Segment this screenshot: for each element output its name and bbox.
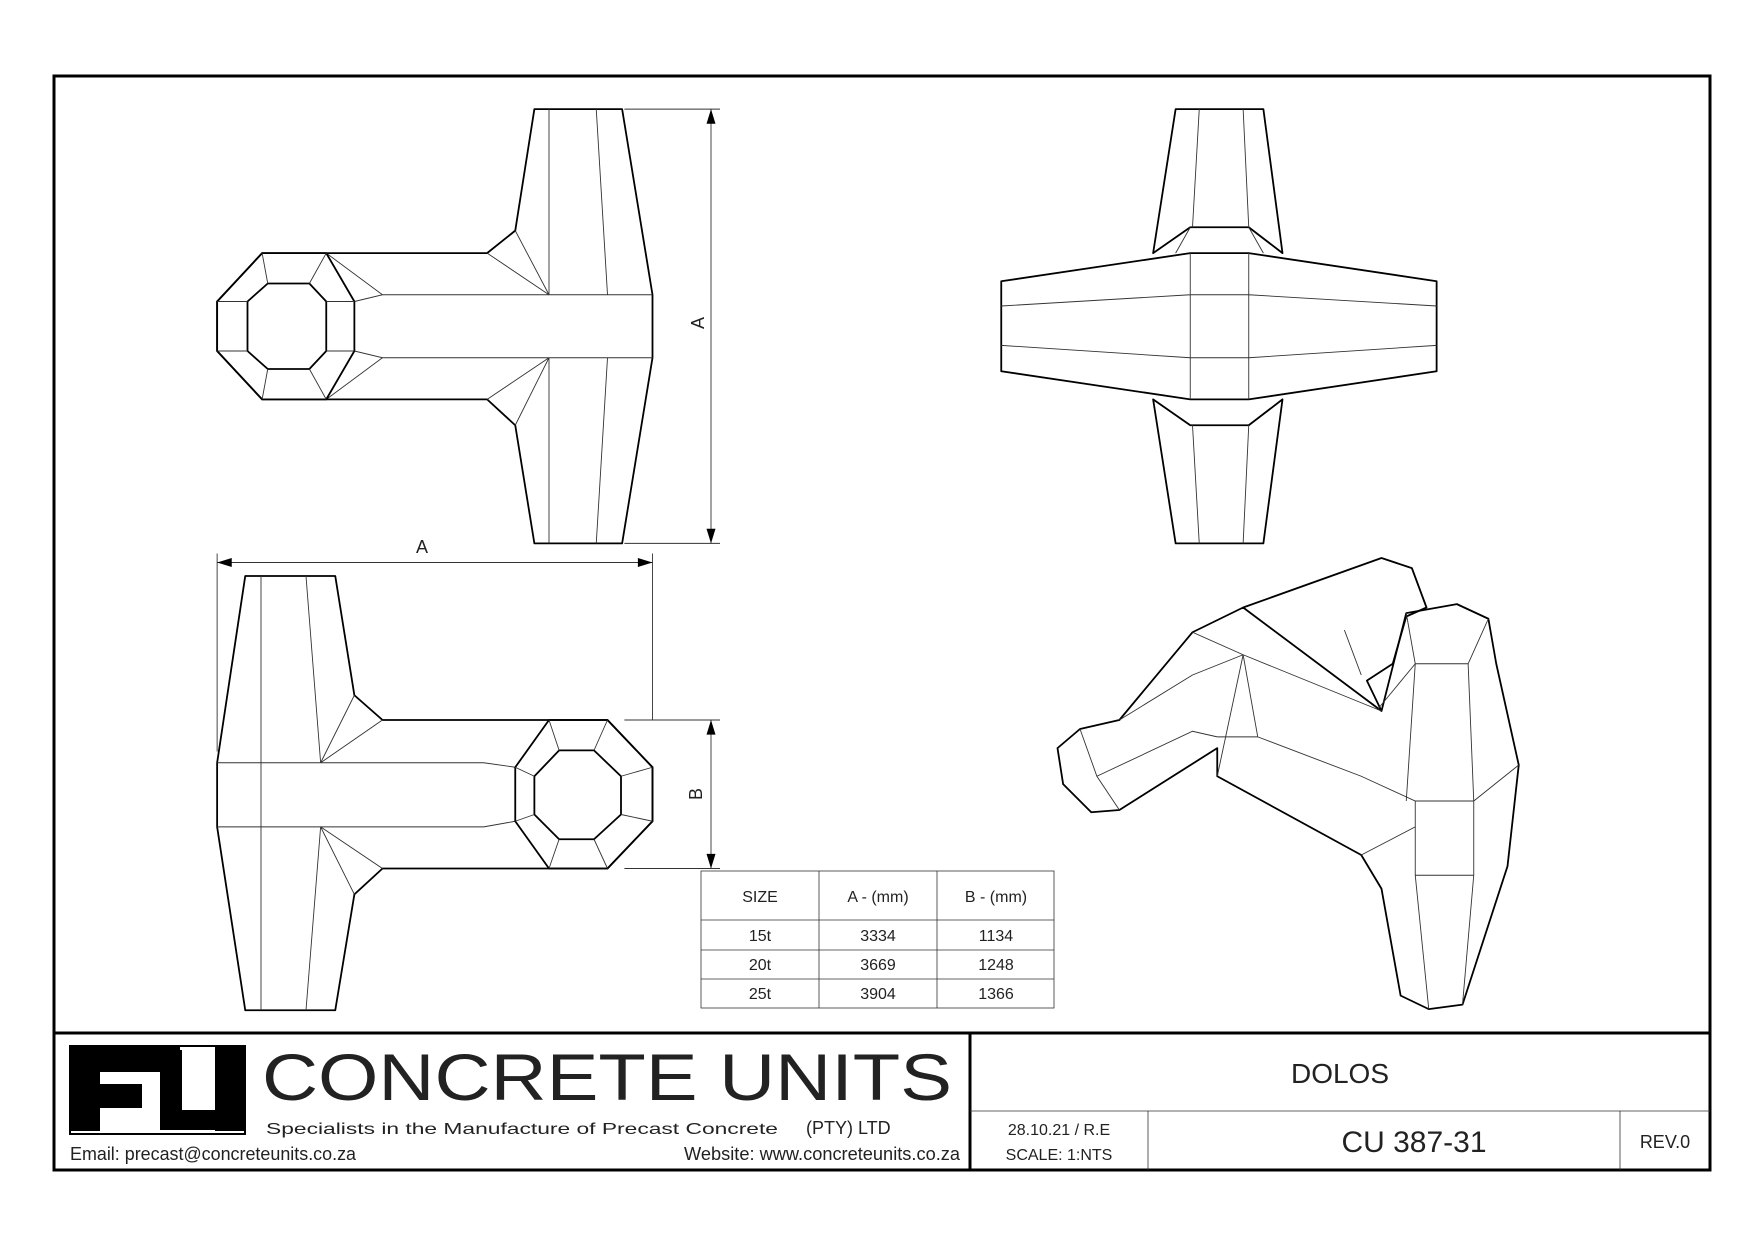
table-cell: 1134 (979, 928, 1014, 945)
company-pty: (PTY) LTD (806, 1118, 891, 1138)
table-header-a: A - (mm) (847, 889, 908, 906)
table-cell: 20t (749, 957, 772, 974)
dimension-label-a-horizontal: A (416, 537, 428, 557)
table-header-size: SIZE (742, 889, 778, 906)
dimension-label-a-vertical: A (688, 317, 708, 329)
view-isometric (1056, 557, 1520, 1011)
view-elevation-bottom (216, 575, 654, 1012)
dimension-label-b: B (686, 788, 706, 800)
drawing-title: DOLOS (1291, 1058, 1389, 1089)
company-tagline: Specialists in the Manufacture of Precas… (266, 1121, 778, 1138)
dimension-lines (216, 108, 720, 869)
company-email: Email: precast@concreteunits.co.za (70, 1144, 357, 1164)
drawing-scale: SCALE: 1:NTS (1006, 1147, 1113, 1164)
table-header-b: B - (mm) (965, 889, 1027, 906)
size-table: SIZE A - (mm) B - (mm) 15t 3334 1134 20t… (700, 870, 1055, 1009)
title-block: CONCRETE UNITS Specialists in the Manufa… (54, 1031, 1710, 1170)
drawing-number: CU 387-31 (1341, 1126, 1486, 1159)
company-website: Website: www.concreteunits.co.za (684, 1144, 961, 1164)
sheet-frame (52, 74, 1712, 1172)
table-cell: 1248 (978, 957, 1014, 974)
company-name: CONCRETE UNITS (262, 1040, 952, 1114)
drawing-date-author: 28.10.21 / R.E (1008, 1122, 1110, 1139)
table-cell: 3904 (860, 986, 896, 1003)
view-elevation-top (216, 108, 654, 545)
drawing-revision: REV.0 (1640, 1132, 1690, 1152)
company-logo (69, 1045, 246, 1135)
table-cell: 15t (749, 928, 772, 945)
view-end (1000, 108, 1438, 545)
table-cell: 25t (749, 986, 772, 1003)
table-cell: 3334 (860, 928, 896, 945)
table-cell: 1366 (978, 986, 1014, 1003)
table-cell: 3669 (860, 957, 896, 974)
